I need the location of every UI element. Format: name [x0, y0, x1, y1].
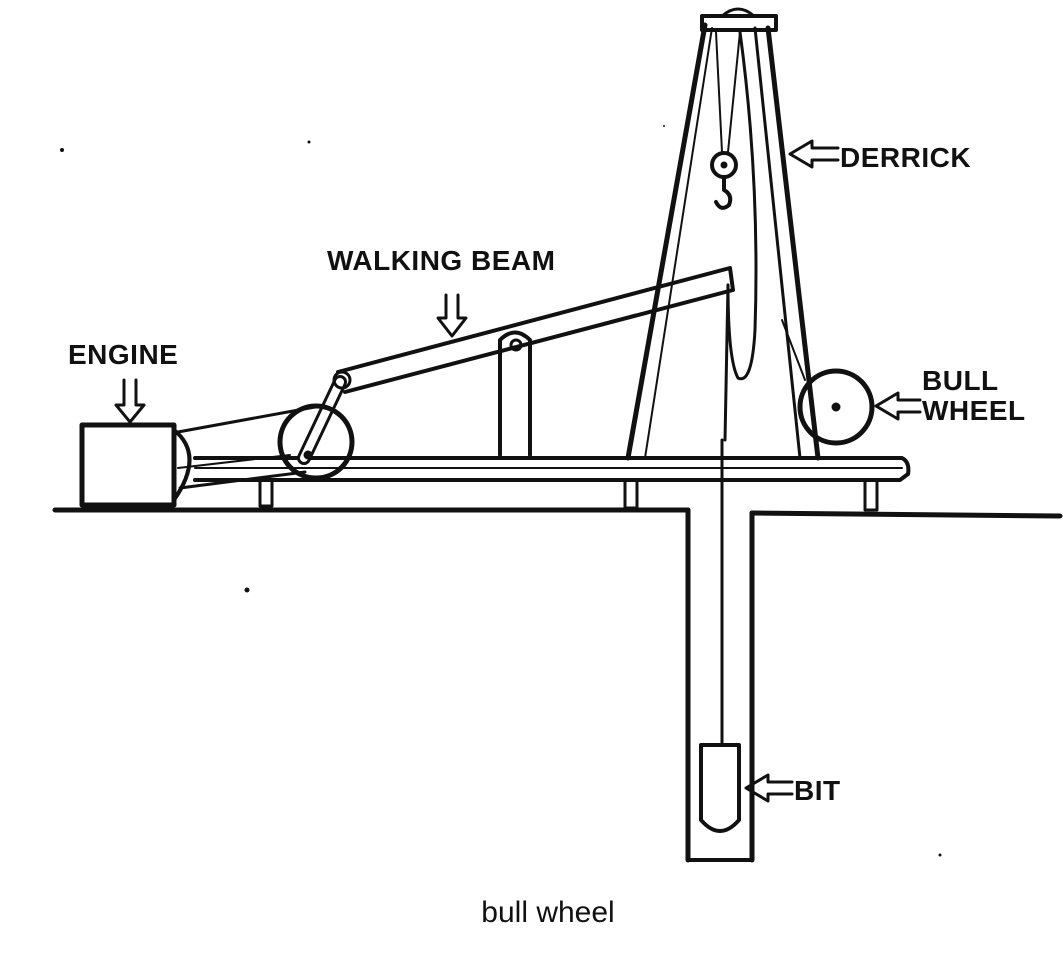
- bull-wheel-label-line2: WHEEL: [922, 395, 1026, 426]
- derrick-tower: [625, 7, 821, 461]
- bit-label: BIT: [794, 775, 841, 806]
- walking-beam-label: WALKING BEAM: [327, 245, 555, 276]
- drilling-line: [723, 30, 758, 442]
- traveling-block: [710, 31, 741, 210]
- samson-post: [498, 330, 532, 457]
- derrick-platform: [193, 456, 911, 482]
- arrow-engine-icon: [114, 378, 146, 424]
- walking-beam: [336, 266, 735, 394]
- scan-specks: [60, 125, 942, 857]
- engine-label: ENGINE: [68, 339, 178, 370]
- bull-wheel-label-line1: BULL: [922, 365, 999, 396]
- platform-legs: [258, 478, 879, 512]
- engine: [79, 422, 192, 508]
- derrick-label: DERRICK: [840, 142, 971, 173]
- arrow-bull-wheel-icon: [874, 391, 922, 421]
- borehole: [685, 438, 755, 863]
- drive-belt: [176, 405, 317, 490]
- pitman-arm: [297, 370, 352, 465]
- ground-line: [52, 507, 1063, 519]
- arrow-derrick-icon: [788, 139, 840, 169]
- arrow-walking-beam-icon: [436, 293, 468, 338]
- arrow-bit-icon: [744, 773, 794, 803]
- drill-bit: [699, 743, 741, 833]
- diagram-caption: bull wheel: [481, 896, 614, 929]
- bull-wheel: [781, 319, 875, 446]
